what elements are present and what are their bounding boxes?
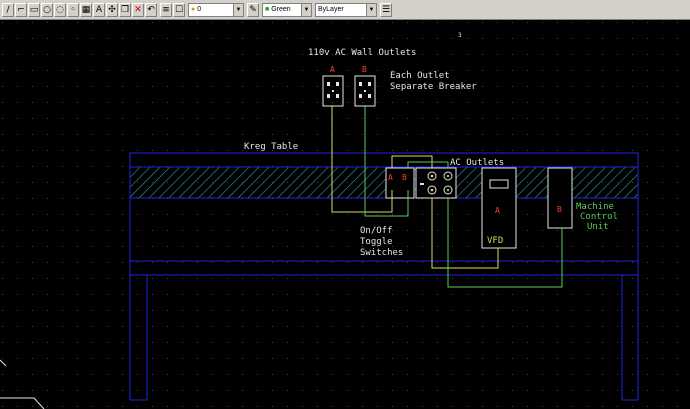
line-icon[interactable]: / — [2, 3, 14, 17]
switch-label-2: Toggle — [360, 237, 393, 247]
arc-icon[interactable]: ◌ — [54, 3, 66, 17]
vfd-label: VFD — [487, 236, 503, 246]
hatch-icon[interactable]: ▦ — [80, 3, 92, 17]
polyline-icon[interactable]: ⌐ — [15, 3, 27, 17]
bulb-icon: ● — [191, 6, 195, 13]
chevron-down-icon[interactable]: ▼ — [233, 4, 243, 16]
chevron-down-icon[interactable]: ▼ — [301, 4, 311, 16]
drawing-title: 110v AC Wall Outlets — [308, 48, 416, 58]
vfd-a-label: A — [495, 206, 500, 215]
copy-icon[interactable]: ❐ — [119, 3, 131, 17]
erase-icon[interactable]: ✕ — [132, 3, 144, 17]
outlet-a-label: A — [330, 65, 335, 74]
ac-outlets-label: AC Outlets — [450, 158, 504, 168]
switch-a-label: A — [388, 173, 393, 182]
mcu-line2: Control — [580, 212, 618, 222]
properties-icon[interactable]: ☐ — [173, 3, 185, 17]
mcu-line3: Unit — [587, 222, 609, 232]
switch-label-1: On/Off — [360, 226, 393, 236]
switch-label-3: Switches — [360, 248, 403, 258]
mcu-line1: Machine — [576, 202, 614, 212]
undo-icon[interactable]: ↶ — [145, 3, 157, 17]
lineweight-icon[interactable]: ☰ — [380, 3, 392, 17]
circle-icon[interactable]: ○ — [41, 3, 53, 17]
switch-b-label: B — [402, 173, 407, 182]
color-combo-value: Green — [271, 6, 290, 13]
layer-combo[interactable]: ● 0 ▼ — [188, 3, 244, 17]
toolbar: / ⌐ ▭ ○ ◌ ◦ ▦ A ✣ ❐ ✕ ↶ ≡ ☐ ● 0 ▼ ✎ ■ Gr… — [0, 0, 690, 20]
table-label: Kreg Table — [244, 142, 298, 152]
linetype-combo[interactable]: ByLayer ▼ — [315, 3, 377, 17]
layers-icon[interactable]: ≡ — [160, 3, 172, 17]
rectangle-icon[interactable]: ▭ — [28, 3, 40, 17]
text-icon[interactable]: A — [93, 3, 105, 17]
mcu-b-label: B — [557, 205, 562, 214]
match-icon[interactable]: ✎ — [247, 3, 259, 17]
chevron-down-icon[interactable]: ▼ — [366, 4, 376, 16]
corner-mark: 3 — [458, 32, 462, 39]
move-icon[interactable]: ✣ — [106, 3, 118, 17]
linetype-combo-value: ByLayer — [318, 6, 344, 13]
color-combo[interactable]: ■ Green ▼ — [262, 3, 312, 17]
note-line2: Separate Breaker — [390, 82, 477, 92]
ellipse-icon[interactable]: ◦ — [67, 3, 79, 17]
color-swatch-icon: ■ — [265, 6, 269, 13]
outlet-b-label: B — [362, 65, 367, 74]
drawing-canvas[interactable]: 3 — [0, 20, 690, 409]
note-line1: Each Outlet — [390, 71, 450, 81]
layer-combo-value: 0 — [197, 6, 201, 13]
machine-control-unit-box — [548, 168, 572, 228]
